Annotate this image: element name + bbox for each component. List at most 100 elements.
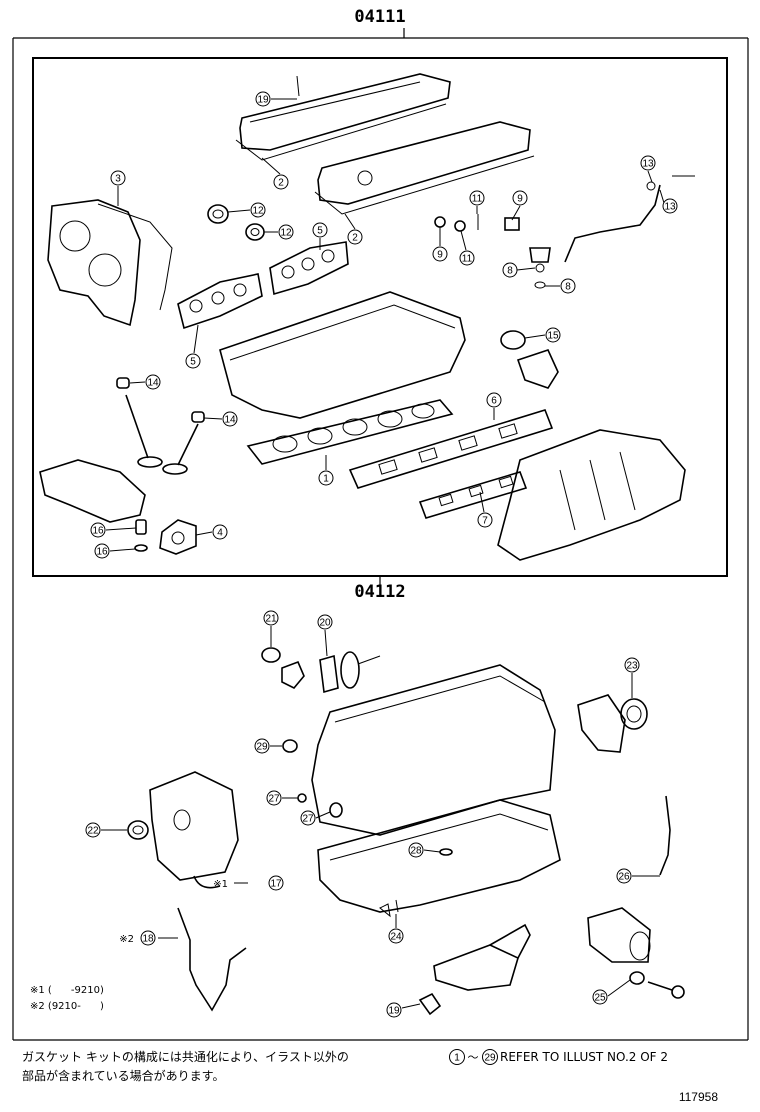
svg-text:1: 1: [323, 474, 329, 485]
svg-text:19: 19: [388, 1006, 400, 1017]
gasket-9a: [434, 216, 446, 228]
svg-text:※1: ※1: [213, 879, 228, 890]
gasket-21: [261, 647, 281, 663]
intake-manifold-gasket-7: [418, 471, 528, 519]
svg-text:24: 24: [390, 932, 402, 943]
svg-text:20: 20: [319, 618, 331, 629]
cylinder-block: [311, 664, 556, 836]
callout-15: 15: [545, 327, 561, 343]
kit-brackets: [12, 28, 749, 1041]
svg-text:2: 2: [352, 233, 358, 244]
refer-text: REFER TO ILLUST NO.2 OF 2: [500, 1049, 668, 1064]
svg-text:25: 25: [594, 993, 606, 1004]
o-ring-16b: [134, 544, 148, 552]
callout-8a: 8: [502, 262, 518, 278]
oil-pump-cover: [149, 771, 239, 881]
callout-16a: 16: [90, 522, 106, 538]
strainer-gasket-19: [418, 992, 442, 1016]
svg-text:9: 9: [517, 194, 523, 205]
oil-seal-12a: [207, 204, 229, 224]
upper-kit-parts: [39, 73, 695, 561]
seal-17: [193, 875, 221, 889]
svg-text:12: 12: [252, 206, 264, 217]
callout-14a: 14: [145, 374, 161, 390]
gasket-18: [177, 907, 247, 1012]
svg-text:15: 15: [547, 331, 559, 342]
callout-13b: 13: [662, 198, 678, 214]
exhaust-manifold-gasket-5a: [177, 273, 263, 330]
svg-text:8: 8: [507, 266, 513, 277]
callout-28: 28: [408, 842, 424, 858]
callout-14b: 14: [222, 411, 238, 427]
gasket-4: [159, 519, 197, 555]
callout-18: ※2 18: [119, 930, 156, 946]
svg-text:6: 6: [491, 396, 497, 407]
callout-2b: 2: [347, 229, 363, 245]
callout-29: 29: [254, 738, 270, 754]
callout-21: 21: [263, 610, 279, 626]
timing-belt-cover: [47, 199, 173, 327]
valve-stem-seal-14a: [116, 377, 130, 389]
thermostat: [340, 651, 360, 689]
cylinder-head-gasket: [246, 399, 454, 465]
dipstick-guide: [659, 795, 671, 876]
o-ring-28: [439, 848, 453, 856]
thermo-switch: [529, 247, 551, 263]
callout-9b: 9: [432, 246, 448, 262]
o-ring-29: [282, 739, 298, 753]
head-cover-gasket-left: [235, 73, 451, 161]
callout-27b: 27: [300, 810, 316, 826]
svg-text:14: 14: [224, 415, 236, 426]
svg-text:21: 21: [265, 614, 277, 625]
svg-text:4: 4: [217, 528, 223, 539]
callout-1: 1: [318, 470, 334, 486]
oil-strainer: [433, 944, 519, 991]
exhaust-manifold-gasket-5b: [269, 241, 349, 296]
svg-text:〜: 〜: [468, 1051, 479, 1064]
svg-text:3: 3: [115, 174, 121, 185]
lower-callouts: 21 20 23 29 27 27 22 28 ※1 17 26 ※2 18 2…: [85, 610, 660, 1018]
upper-callouts: 19 2 3 12 12 5 2 11 9 13 13 9 11 8 8 5 1…: [90, 91, 678, 559]
vsv: [504, 217, 520, 231]
head-cover-gasket-right: [314, 121, 535, 215]
svg-text:5: 5: [317, 226, 323, 237]
o-ring-27a: [297, 793, 307, 803]
footnote-2: ※2 (9210- ): [30, 1001, 104, 1012]
gasket-8: [535, 263, 545, 273]
svg-text:13: 13: [642, 159, 654, 170]
footnote-1: ※1 ( -9210): [30, 985, 104, 996]
svg-text:8: 8: [565, 282, 571, 293]
svg-text:17: 17: [270, 879, 282, 890]
japanese-note-line-2: 部品が含まれている場合があります。: [22, 1069, 225, 1083]
japanese-note-line-1: ガスケット キットの構成には共通化により、イラスト以外の: [22, 1050, 349, 1064]
svg-text:23: 23: [626, 661, 638, 672]
callout-23: 23: [624, 657, 640, 673]
svg-text:11: 11: [462, 254, 473, 265]
callout-13a: 13: [640, 155, 656, 171]
front-oil-seal-22: [127, 820, 149, 840]
valve-stem-seal-14b: [191, 411, 205, 423]
rear-oil-seal-retainer: [577, 694, 626, 753]
valve-a: [125, 394, 149, 459]
callout-22: 22: [85, 822, 101, 838]
lower-kit-parts: [127, 647, 685, 1016]
callout-8b: 8: [560, 278, 576, 294]
svg-text:27: 27: [268, 794, 280, 805]
intake-manifold: [497, 429, 686, 561]
svg-text:7: 7: [482, 516, 488, 527]
callout-24: 24: [388, 928, 404, 944]
intake-manifold-gasket-6: [348, 409, 554, 489]
callout-5a: 5: [312, 222, 328, 238]
gasket-25: [629, 971, 645, 985]
callout-19l: 19: [386, 1002, 402, 1018]
svg-text:12: 12: [280, 228, 292, 239]
callout-19u: 19: [255, 91, 271, 107]
callout-6: 6: [486, 392, 502, 408]
svg-text:29: 29: [484, 1053, 496, 1064]
oil-seal-12b: [245, 223, 265, 241]
kit-code-lower: 04112: [354, 582, 405, 602]
kit-code-upper: 04111: [354, 7, 405, 27]
water-inlet-lower: [587, 907, 651, 963]
svg-text:1: 1: [454, 1053, 460, 1064]
